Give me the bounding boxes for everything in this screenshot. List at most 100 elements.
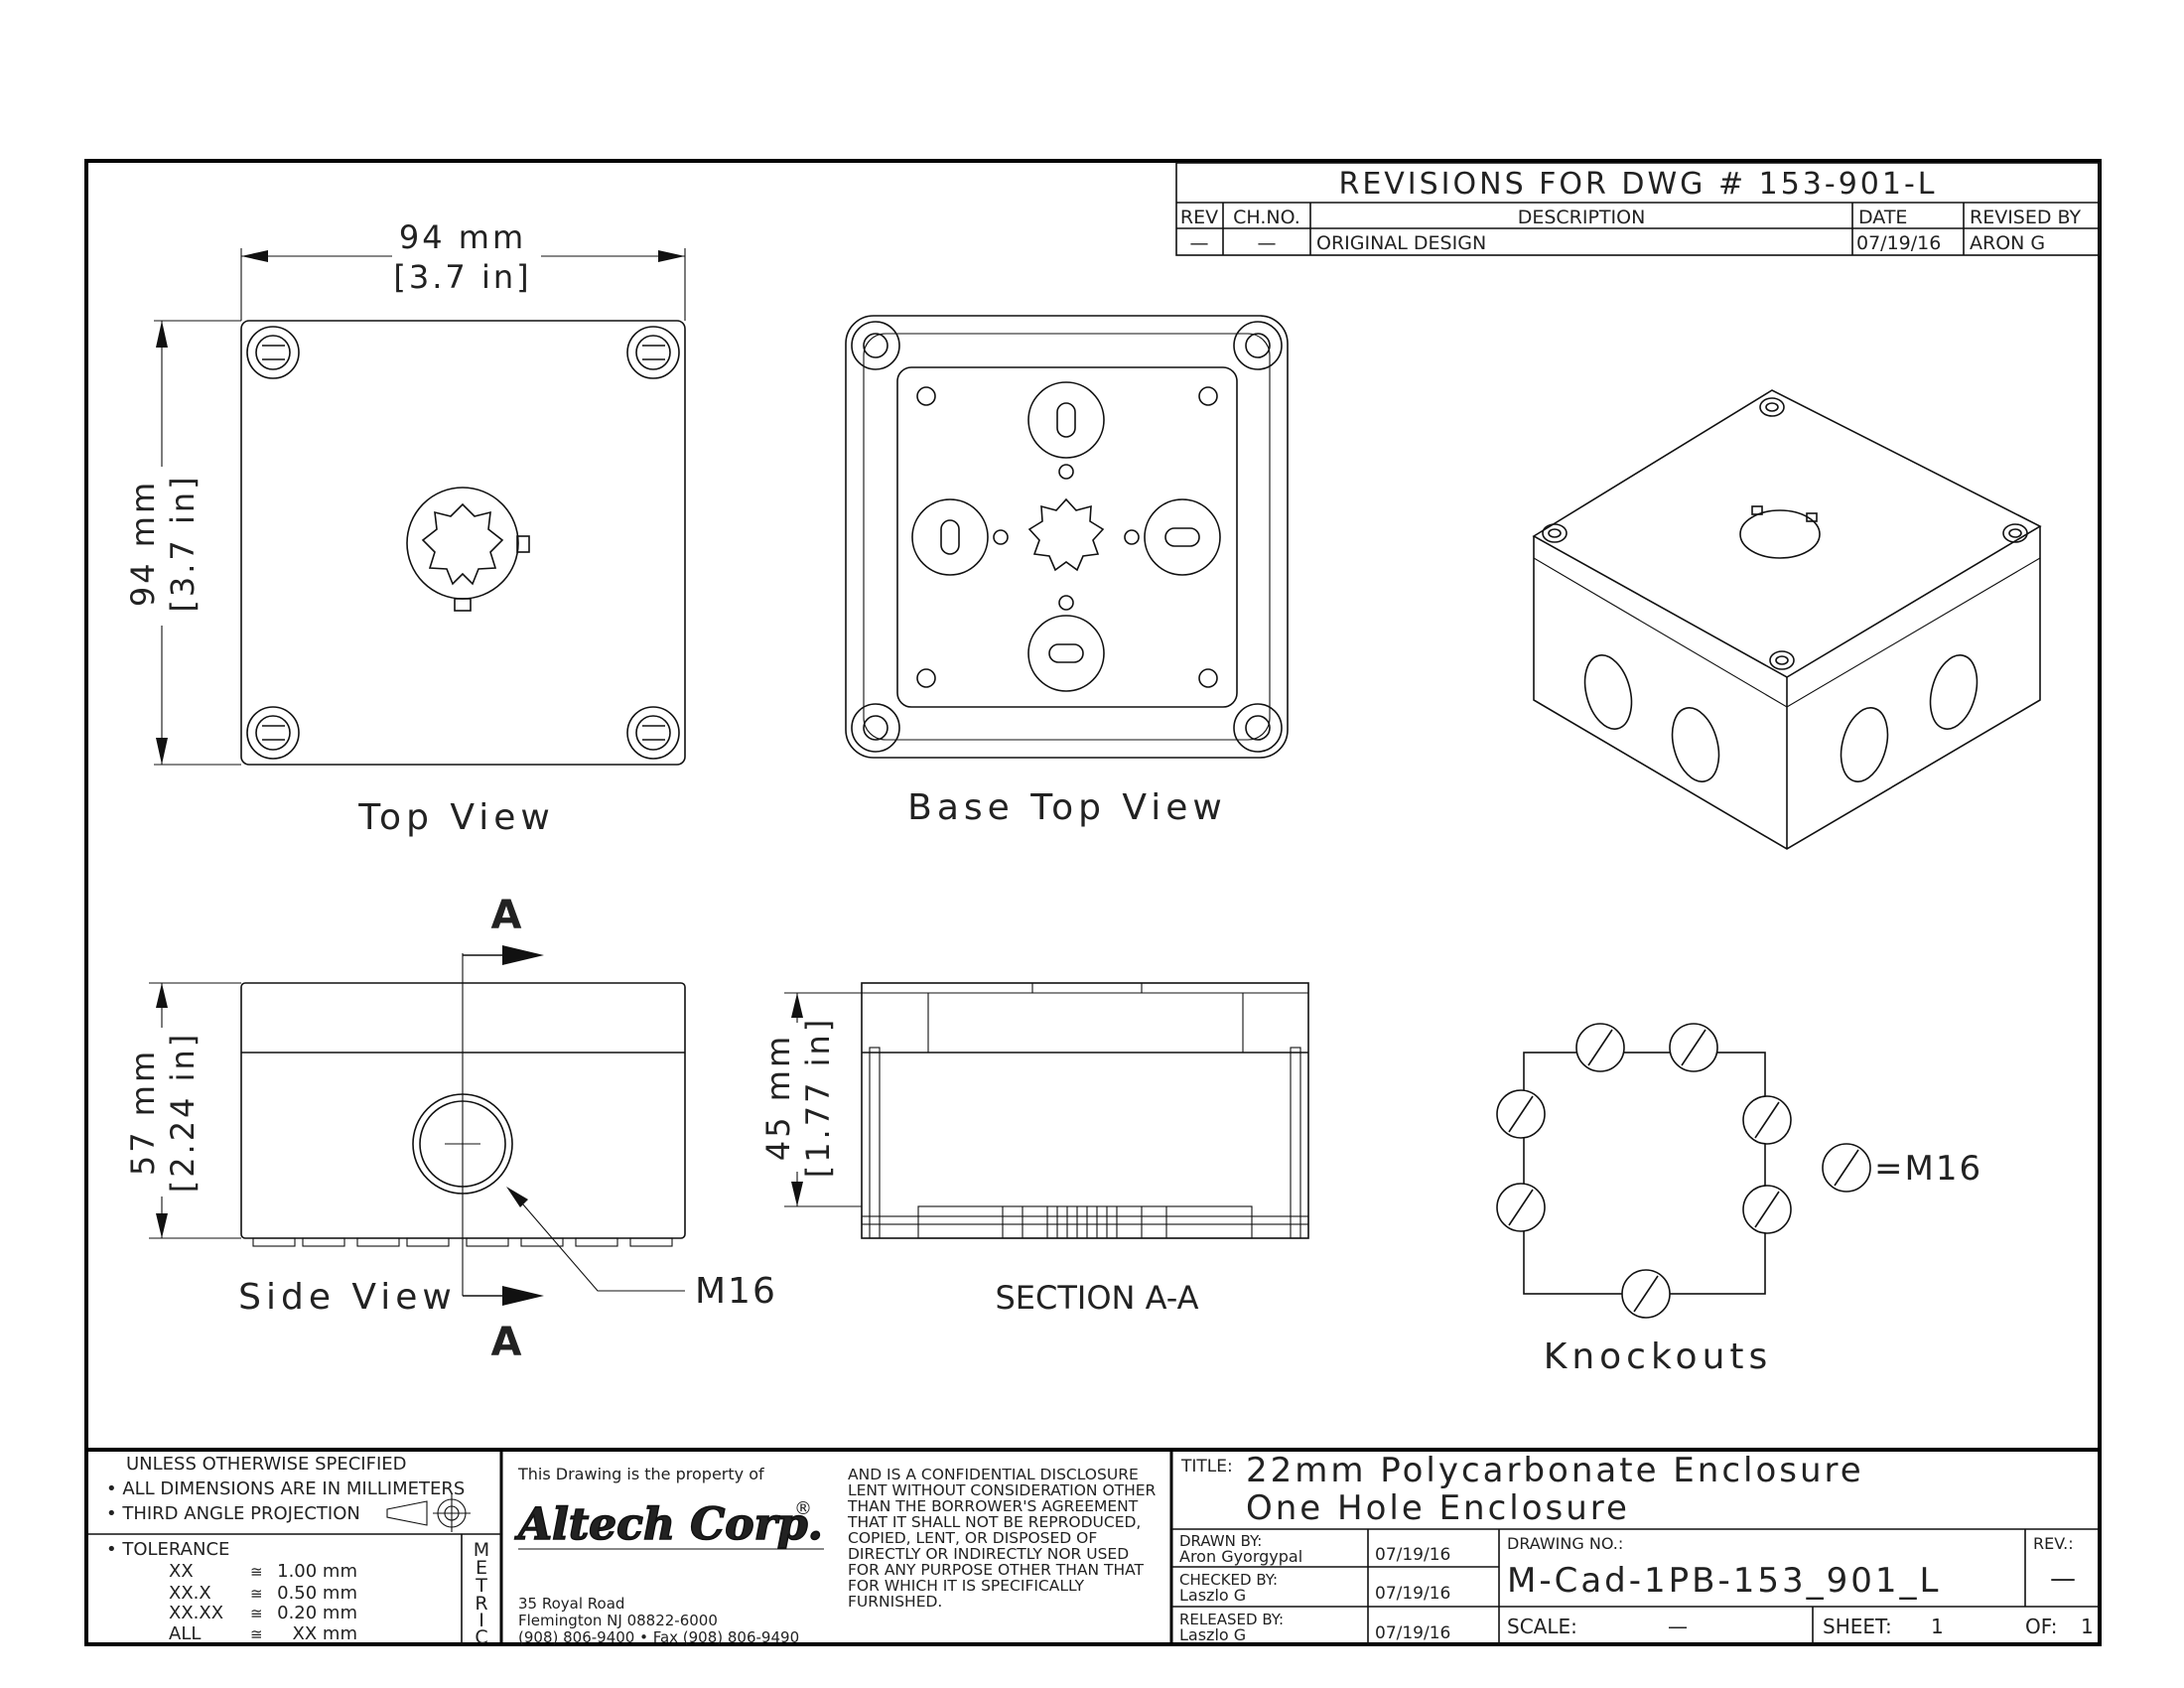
knockout-symbol-icon: [1669, 1023, 1718, 1072]
company-address1: 35 Royal Road: [518, 1595, 624, 1613]
knockouts-label: Knockouts: [1544, 1336, 1773, 1377]
top-view-width-in: [3.7 in]: [393, 258, 531, 296]
tolerance-key: ALL: [169, 1623, 201, 1644]
top-view-label: Top View: [357, 797, 555, 838]
rev-value: —: [1190, 232, 1209, 254]
svg-text:≅: ≅: [250, 1585, 263, 1603]
svg-text:≅: ≅: [250, 1605, 263, 1622]
tolerance-key: XX.XX: [169, 1603, 223, 1623]
side-view-height-in: [2.24 in]: [164, 1032, 202, 1194]
scale-value: —: [1668, 1615, 1688, 1638]
tolerance-key: XX.X: [169, 1583, 211, 1604]
knockout-symbol-icon: [1742, 1095, 1792, 1145]
revisions-table: REVISIONS FOR DWG # 153-901-L REV CH.NO.…: [1175, 162, 2101, 256]
svg-text:R: R: [475, 1593, 487, 1615]
svg-text:THAT IT SHALL NOT BE REPRODUCE: THAT IT SHALL NOT BE REPRODUCED,: [847, 1513, 1141, 1531]
screw-icon: [626, 326, 680, 379]
svg-text:FOR ANY PURPOSE OTHER THAN THA: FOR ANY PURPOSE OTHER THAN THAT: [848, 1561, 1145, 1579]
knockouts-diagram: =M16 Knockouts: [1496, 1023, 1982, 1377]
confidential-notice: AND IS A CONFIDENTIAL DISCLOSURE LENT WI…: [847, 1466, 1157, 1611]
knockout-symbol-icon: [1742, 1185, 1792, 1234]
svg-text:M: M: [474, 1539, 489, 1561]
third-angle-projection-icon: [386, 1494, 471, 1532]
notes-line1: • ALL DIMENSIONS ARE IN MILLIMETERS: [106, 1478, 465, 1499]
top-view-width-mm: 94 mm: [399, 218, 526, 256]
chno-value: —: [1258, 232, 1277, 254]
svg-text:C: C: [475, 1626, 487, 1648]
company-logo: Altech Corp.: [514, 1499, 823, 1550]
section-label: SECTION A-A: [995, 1279, 1198, 1317]
checked-by: Laszlo G: [1179, 1586, 1246, 1605]
drawn-date: 07/19/16: [1375, 1545, 1450, 1565]
registered-mark: ®: [794, 1498, 812, 1519]
property-text: This Drawing is the property of: [517, 1465, 764, 1483]
metric-stamp: M E T R I C: [474, 1539, 489, 1648]
top-view-height-mm: 94 mm: [124, 480, 162, 607]
tolerance-symbols: ≅≅ ≅≅: [250, 1563, 263, 1643]
top-view-height-in: [3.7 in]: [164, 474, 202, 612]
rev-value-field: —: [2050, 1564, 2076, 1594]
date-value: 07/19/16: [1856, 232, 1941, 254]
drawn-label: DRAWN BY:: [1179, 1532, 1262, 1550]
section-height-in: [1.77 in]: [799, 1017, 837, 1179]
screw-icon: [246, 326, 300, 379]
section-marker-top: A: [491, 893, 522, 938]
description-header: DESCRIPTION: [1518, 207, 1646, 228]
notes-header: UNLESS OTHERWISE SPECIFIED: [126, 1454, 407, 1475]
title-block: UNLESS OTHERWISE SPECIFIED • ALL DIMENSI…: [86, 1450, 2100, 1648]
title-label: TITLE:: [1180, 1457, 1233, 1477]
svg-text:FURNISHED.: FURNISHED.: [848, 1593, 942, 1611]
drawn-by: Aron Gyorgypal: [1179, 1547, 1302, 1566]
side-view-height-mm: 57 mm: [124, 1049, 162, 1176]
drawing-no-label: DRAWING NO.:: [1507, 1534, 1623, 1553]
chno-header: CH.NO.: [1233, 207, 1300, 228]
scale-label: SCALE:: [1507, 1615, 1577, 1638]
checked-date: 07/19/16: [1375, 1584, 1450, 1604]
tolerance-value: 0.50 mm: [277, 1583, 357, 1604]
svg-text:DIRECTLY OR INDIRECTLY NOR USE: DIRECTLY OR INDIRECTLY NOR USED: [848, 1545, 1129, 1563]
svg-text:E: E: [476, 1557, 487, 1579]
m16-callout: M16: [695, 1271, 777, 1312]
section-a-a: 45 mm [1.77 in] SECTION A-A: [754, 982, 1309, 1317]
base-top-view-label: Base Top View: [907, 787, 1227, 828]
screw-icon: [626, 706, 680, 760]
revised-by-header: REVISED BY: [1970, 207, 2082, 228]
svg-text:T: T: [475, 1575, 487, 1597]
side-view: A A M16 57 mm [2.24 in] Side View: [117, 893, 777, 1365]
isometric-view: [1532, 389, 2042, 850]
tolerance-value: XX mm: [293, 1623, 357, 1644]
of-value: 1: [2081, 1615, 2094, 1638]
description-value: ORIGINAL DESIGN: [1316, 232, 1486, 254]
svg-text:≅: ≅: [250, 1625, 263, 1643]
tolerance-value: 1.00 mm: [277, 1561, 357, 1582]
svg-text:LENT WITHOUT CONSIDERATION OTH: LENT WITHOUT CONSIDERATION OTHER: [848, 1481, 1157, 1499]
notes-line2: • THIRD ANGLE PROJECTION: [106, 1503, 360, 1524]
rev-header: REV: [1180, 207, 1218, 228]
section-marker-bottom: A: [491, 1320, 522, 1365]
revisions-title: REVISIONS FOR DWG # 153-901-L: [1338, 167, 1937, 202]
svg-text:FOR WHICH IT IS SPECIFICALLY: FOR WHICH IT IS SPECIFICALLY: [848, 1577, 1085, 1595]
base-top-view: Base Top View: [845, 315, 1289, 828]
drawing-border: [84, 159, 2102, 1646]
side-view-label: Side View: [238, 1277, 457, 1318]
tolerance-value: 0.20 mm: [277, 1603, 357, 1623]
company-address2: Flemington NJ 08822-6000: [518, 1612, 718, 1629]
svg-text:AND IS A CONFIDENTIAL DISCLOSU: AND IS A CONFIDENTIAL DISCLOSURE: [848, 1466, 1139, 1483]
knockout-symbol-icon: [1496, 1183, 1546, 1232]
released-label: RELEASED BY:: [1179, 1611, 1284, 1628]
released-date: 07/19/16: [1375, 1623, 1450, 1643]
svg-text:THAN THE BORROWER'S AGREEMENT: THAN THE BORROWER'S AGREEMENT: [847, 1497, 1139, 1515]
revised-by-value: ARON G: [1970, 232, 2045, 254]
section-height-mm: 45 mm: [759, 1034, 797, 1161]
title-line2: One Hole Enclosure: [1246, 1488, 1630, 1528]
released-by: Laszlo G: [1179, 1625, 1246, 1644]
tolerance-title: • TOLERANCE: [106, 1539, 229, 1560]
top-view: 94 mm [3.7 in] 94 mm [3.7 in] Top View: [117, 218, 686, 838]
knockout-legend: =M16: [1874, 1149, 1982, 1189]
drawing-no: M-Cad-1PB-153_901_L: [1507, 1561, 1942, 1601]
svg-text:I: I: [478, 1610, 484, 1631]
sheet-label: SHEET:: [1823, 1615, 1892, 1638]
rev-label: REV.:: [2033, 1534, 2074, 1553]
knockout-symbol-icon: [1496, 1089, 1546, 1139]
